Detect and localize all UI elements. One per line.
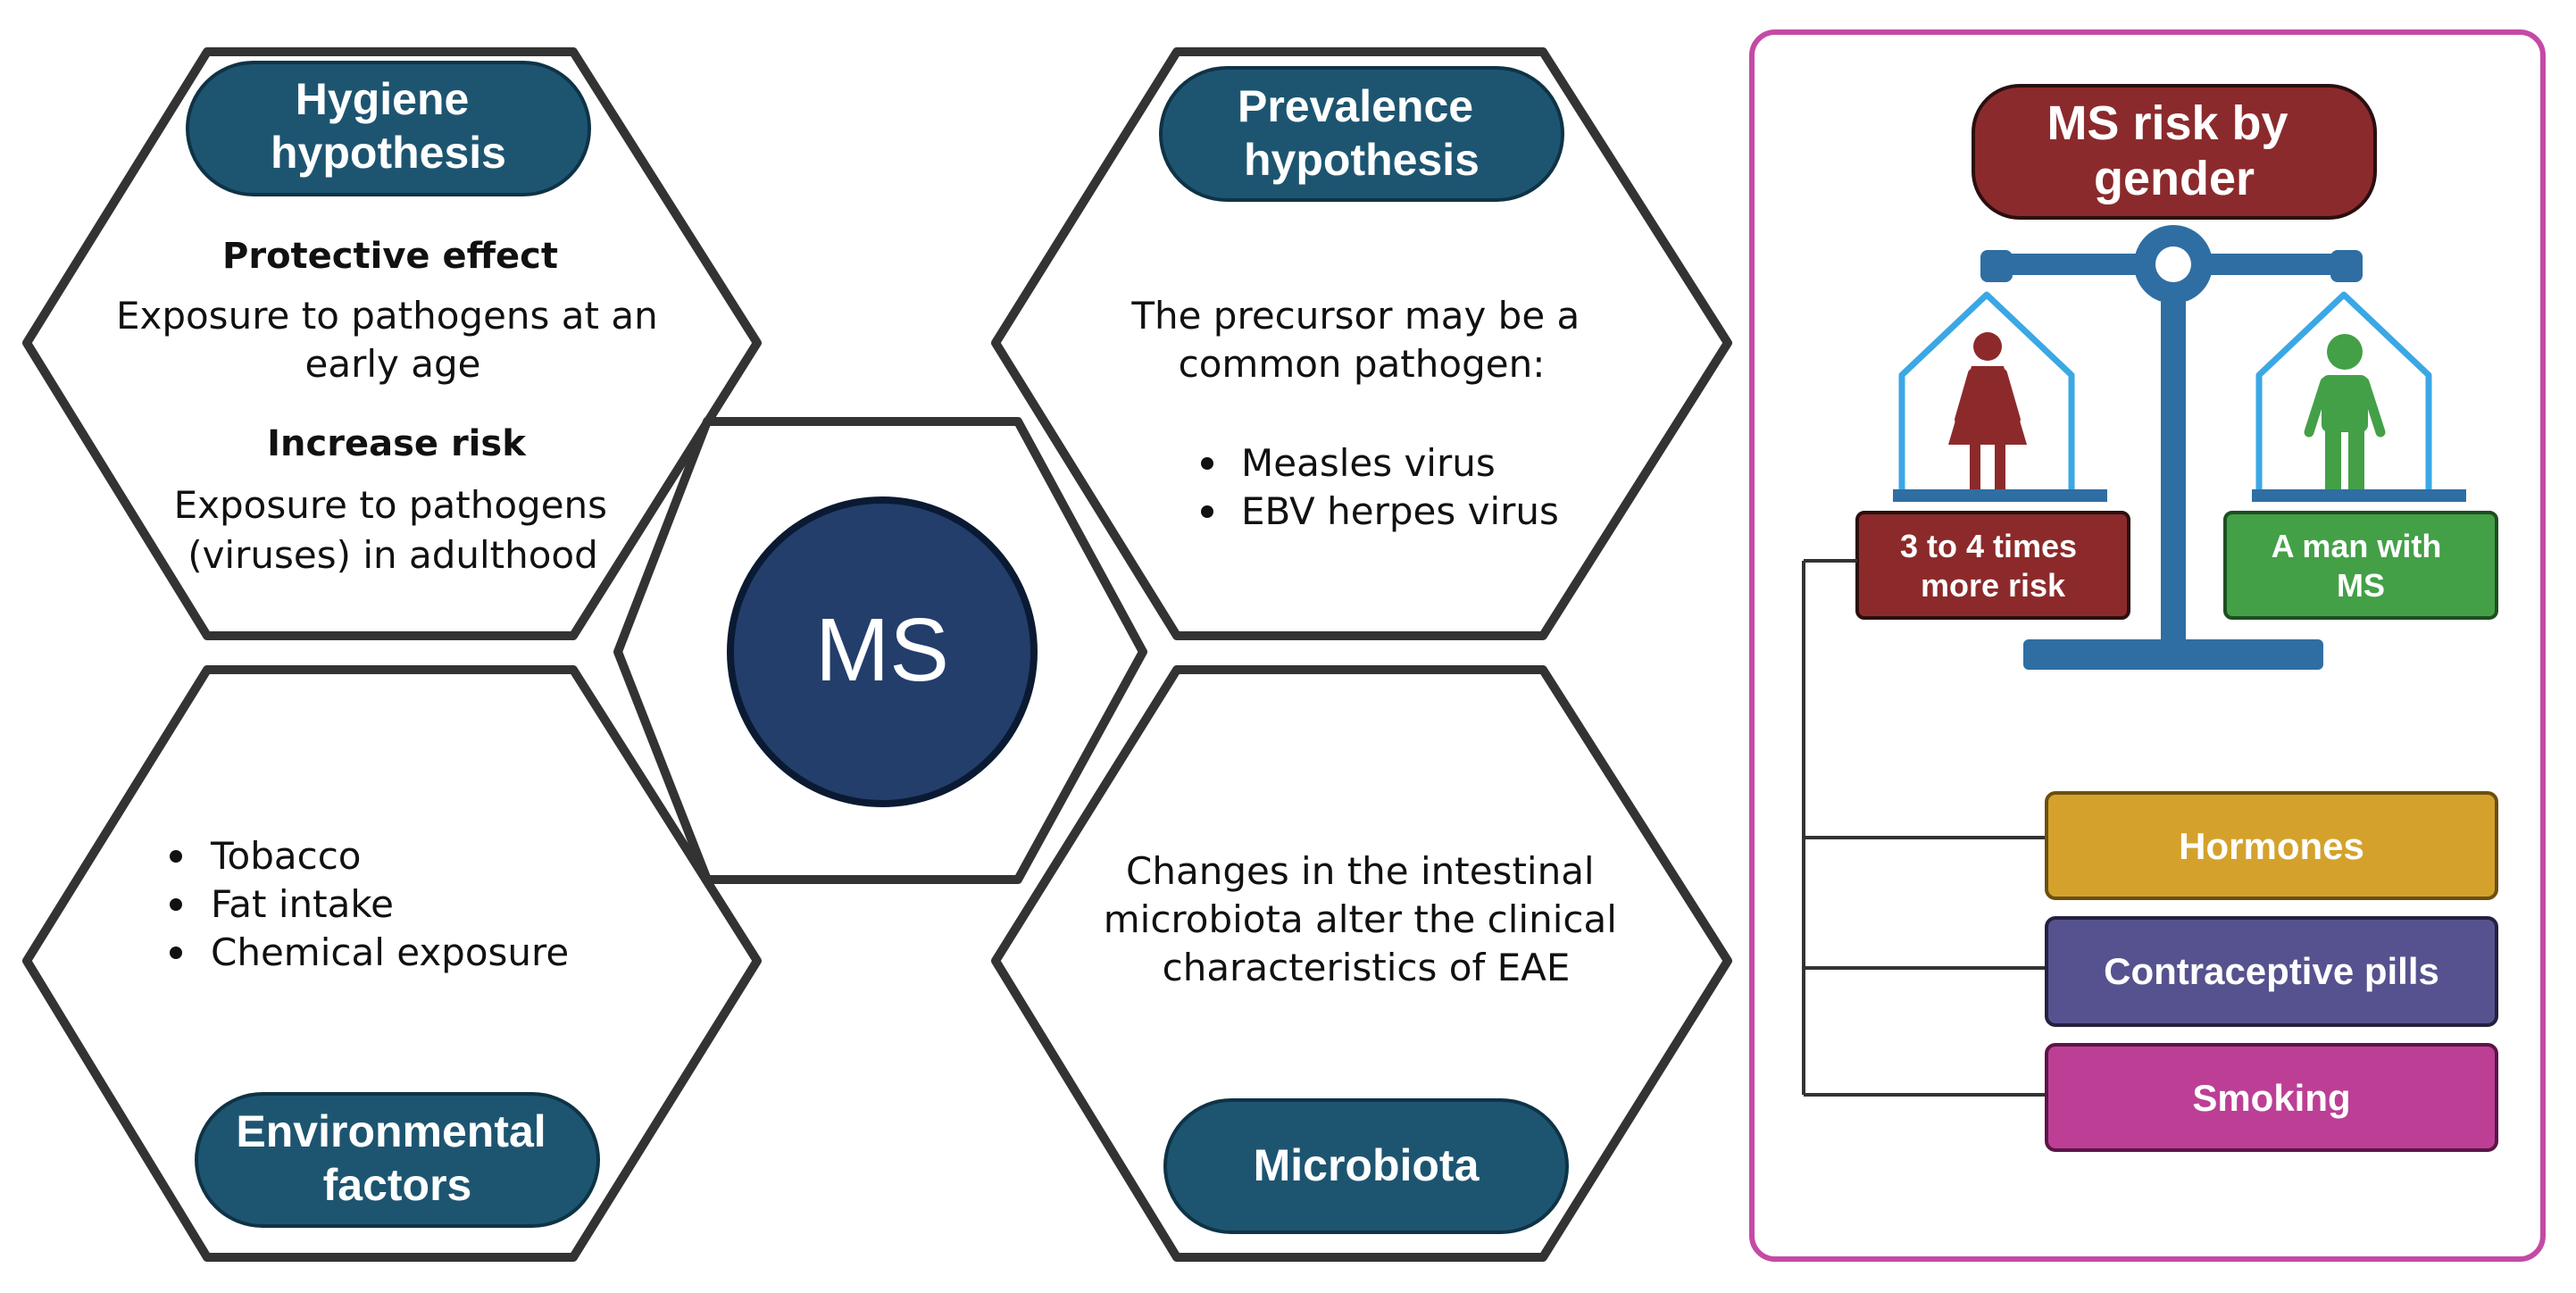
prevalence-intro-line-1: The precursor may be a — [1130, 294, 1580, 338]
gender-title-line-2: gender — [2094, 152, 2255, 205]
smoking-box — [2045, 1043, 2498, 1152]
prevalence-bullet-dot-2 — [1201, 505, 1213, 518]
environmental-title-pill — [195, 1092, 600, 1228]
hygiene-protective-line-1: Exposure to pathogens at an — [116, 294, 658, 338]
svg-text:3 to 4 times more risk: 3 to 4 times more risk — [1900, 528, 2086, 604]
prevalence-intro-line-2: common pathogen: — [1179, 342, 1546, 386]
hygiene-increase-line-2: (viruses) in adulthood — [188, 533, 598, 577]
svg-text:Exposure to pathogens at an: Exposure to pathogens at an early age — [116, 294, 670, 386]
environmental-bullet-dot-3 — [170, 947, 182, 959]
ms-circle — [727, 496, 1038, 807]
female-figure-icon — [1948, 332, 2027, 489]
male-risk-line-1: A man with — [2272, 528, 2442, 564]
female-risk-line-1: 3 to 4 times — [1900, 528, 2077, 564]
prevalence-hexagon — [991, 47, 1732, 640]
svg-text:A man with MS: A man with MS — [2272, 528, 2451, 604]
environmental-bullet-dot-2 — [170, 898, 182, 911]
prevalence-title-line-2: hypothesis — [1244, 135, 1480, 185]
hygiene-protective-heading: Protective effect — [222, 236, 558, 277]
environmental-bullet-dot-1 — [170, 850, 182, 863]
microbiota-title: Microbiota — [1254, 1140, 1480, 1190]
environmental-title-line-1: Environmental — [236, 1106, 546, 1156]
environmental-title-line-2: factors — [323, 1160, 472, 1210]
hygiene-title-pill — [186, 61, 591, 196]
male-risk-line-2: MS — [2337, 567, 2385, 604]
factor-connectors — [1802, 559, 2047, 1097]
hygiene-increase-heading: Increase risk — [267, 423, 527, 464]
hygiene-title-line-2: hypothesis — [271, 128, 506, 178]
microbiota-hexagon — [991, 665, 1732, 1262]
microbiota-title-pill — [1163, 1098, 1569, 1234]
contraceptive-label: Contraceptive pills — [2104, 950, 2439, 992]
contraceptive-box — [2045, 916, 2498, 1027]
prevalence-title-pill — [1159, 66, 1564, 202]
balance-scale-icon — [1893, 225, 2466, 670]
prevalence-bullet-1: Measles virus — [1241, 441, 1496, 485]
environmental-bullet-3: Chemical exposure — [211, 930, 569, 974]
female-risk-box — [1855, 511, 2130, 620]
svg-text:Prevalence hypothesis: Prevalence hypothesis — [1238, 81, 1486, 185]
female-risk-line-2: more risk — [1921, 567, 2066, 604]
smoking-label: Smoking — [2192, 1077, 2350, 1119]
female-house-icon — [1898, 291, 2075, 489]
environmental-bullet-2: Fat intake — [211, 882, 394, 926]
svg-text:Environmental factors: Environmental factors — [236, 1106, 558, 1210]
svg-text:Changes in the intestinal: Changes in the intestinal microbiota alt… — [1104, 849, 1629, 989]
gender-title-box — [1972, 84, 2377, 220]
svg-text:Hygiene hypothesis: Hygiene hypothesis — [271, 74, 506, 178]
ms-label: MS — [815, 600, 949, 700]
male-figure-icon — [2304, 334, 2386, 489]
hygiene-title-line-1: Hygiene — [296, 74, 470, 124]
male-risk-box — [2223, 511, 2498, 620]
hygiene-hexagon — [22, 47, 762, 640]
svg-text:Exposure to pathogens (vir: Exposure to pathogens (viruses) in adult… — [174, 483, 620, 577]
svg-text:MS risk by gender: MS risk by gender — [2047, 96, 2301, 205]
hygiene-increase-line-1: Exposure to pathogens — [174, 483, 607, 527]
prevalence-title-line-1: Prevalence — [1238, 81, 1473, 131]
microbiota-text-line-3: characteristics of EAE — [1163, 946, 1571, 989]
hygiene-protective-line-2: early age — [305, 342, 481, 386]
microbiota-text-line-1: Changes in the intestinal — [1126, 849, 1595, 893]
environmental-bullet-1: Tobacco — [210, 834, 362, 878]
microbiota-text-line-2: microbiota alter the clinical — [1104, 897, 1617, 941]
prevalence-bullet-dot-1 — [1201, 457, 1213, 470]
prevalence-bullet-2: EBV herpes virus — [1241, 489, 1559, 533]
gender-title-line-1: MS risk by — [2047, 96, 2288, 150]
hormones-box — [2045, 791, 2498, 900]
male-house-icon — [2255, 291, 2432, 489]
hormones-label: Hormones — [2179, 825, 2364, 867]
svg-text:The precursor may be a com: The precursor may be a common pathogen: — [1130, 294, 1591, 386]
